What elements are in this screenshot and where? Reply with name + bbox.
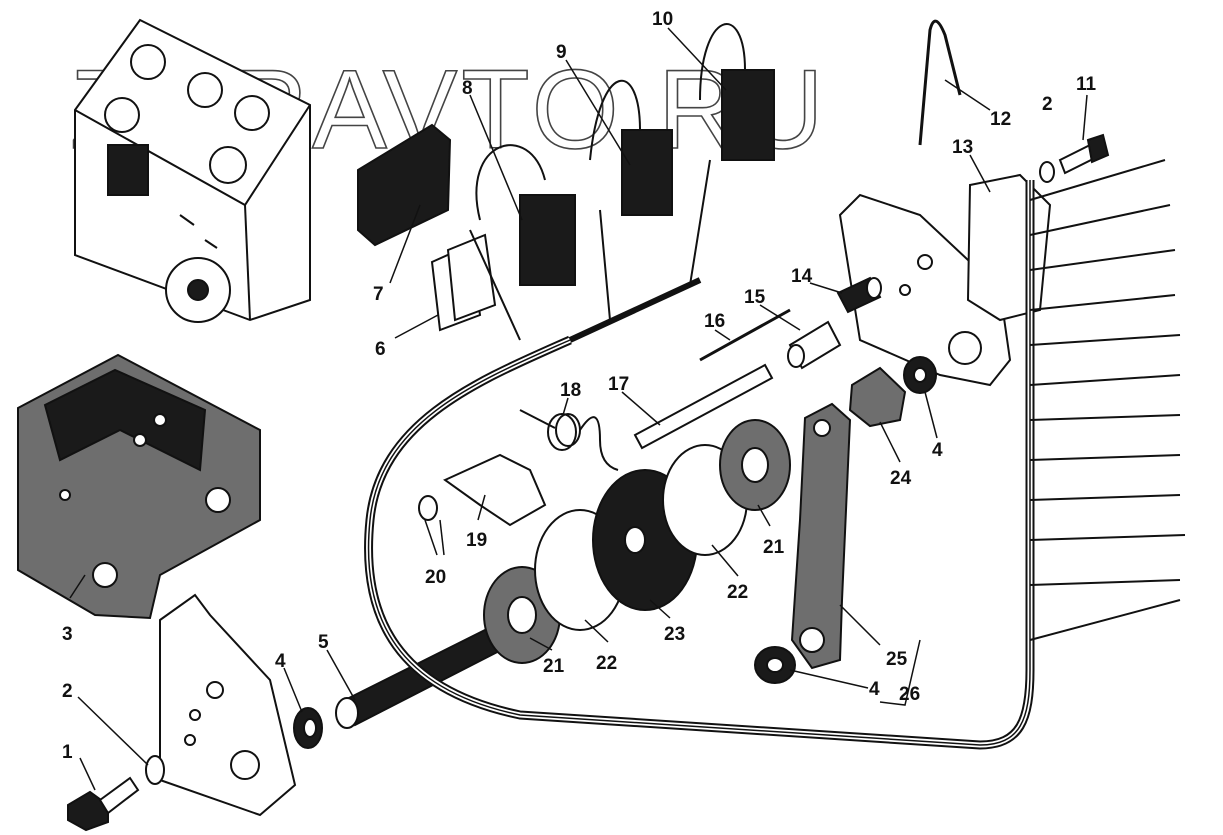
bolt-11 — [1058, 133, 1110, 175]
callout-22: 22 — [727, 582, 748, 603]
spring-18 — [519, 409, 619, 471]
bushing-14 — [836, 276, 882, 314]
callout-2: 2 — [1042, 94, 1053, 115]
leader-lines — [69, 27, 1088, 791]
bolt-1 — [67, 776, 140, 832]
callout-labels: 1 2 2 3 4 4 4 5 6 7 8 9 10 11 12 13 14 1… — [62, 9, 1097, 763]
lever-25 — [790, 402, 852, 670]
nut-4-left — [293, 707, 323, 749]
pin-12 — [918, 19, 962, 146]
nut-4-bottom — [754, 646, 796, 684]
washer-2-left — [145, 755, 165, 785]
bracket-19 — [443, 453, 547, 527]
callout-25: 25 — [886, 649, 908, 670]
callout-10: 10 — [652, 9, 673, 30]
washer-2-right — [1039, 161, 1055, 183]
callout-21: 21 — [763, 537, 785, 558]
callout-19: 19 — [466, 530, 487, 551]
nut-24 — [848, 366, 907, 428]
callout-20: 20 — [425, 567, 446, 588]
callout-21: 21 — [543, 656, 565, 677]
callout-7: 7 — [373, 284, 384, 305]
wiring-harness — [364, 23, 1186, 750]
controller-box — [74, 18, 311, 323]
lever-plate — [838, 193, 1012, 387]
callout-4: 4 — [275, 651, 286, 672]
mounting-plate — [159, 593, 297, 817]
callout-12: 12 — [990, 109, 1011, 130]
callout-17: 17 — [608, 374, 629, 395]
callout-18: 18 — [560, 380, 581, 401]
callout-2: 2 — [62, 681, 73, 702]
callout-4: 4 — [932, 440, 943, 461]
callout-3: 3 — [62, 624, 73, 645]
callout-4: 4 — [869, 679, 880, 700]
nut-4-right — [903, 356, 937, 394]
bushing-15 — [787, 320, 842, 370]
callout-26: 26 — [899, 684, 920, 705]
callout-9: 9 — [556, 42, 567, 63]
callout-23: 23 — [664, 624, 685, 645]
callout-1: 1 — [62, 742, 73, 763]
callout-16: 16 — [704, 311, 725, 332]
callout-14: 14 — [791, 266, 813, 287]
washer-21-right — [719, 419, 791, 511]
pin-16 — [699, 308, 791, 362]
callout-22: 22 — [596, 653, 617, 674]
callout-6: 6 — [375, 339, 386, 360]
bracket-3 — [17, 353, 261, 620]
callout-13: 13 — [952, 137, 973, 158]
callout-24: 24 — [890, 468, 912, 489]
callout-15: 15 — [744, 287, 766, 308]
callout-8: 8 — [462, 78, 473, 99]
clip-20 — [418, 495, 438, 521]
insulator-block-7 — [357, 123, 452, 247]
gasket-plates-6 — [430, 233, 497, 332]
rod-17 — [633, 363, 774, 450]
callout-5: 5 — [318, 632, 329, 653]
callout-11: 11 — [1076, 74, 1097, 95]
